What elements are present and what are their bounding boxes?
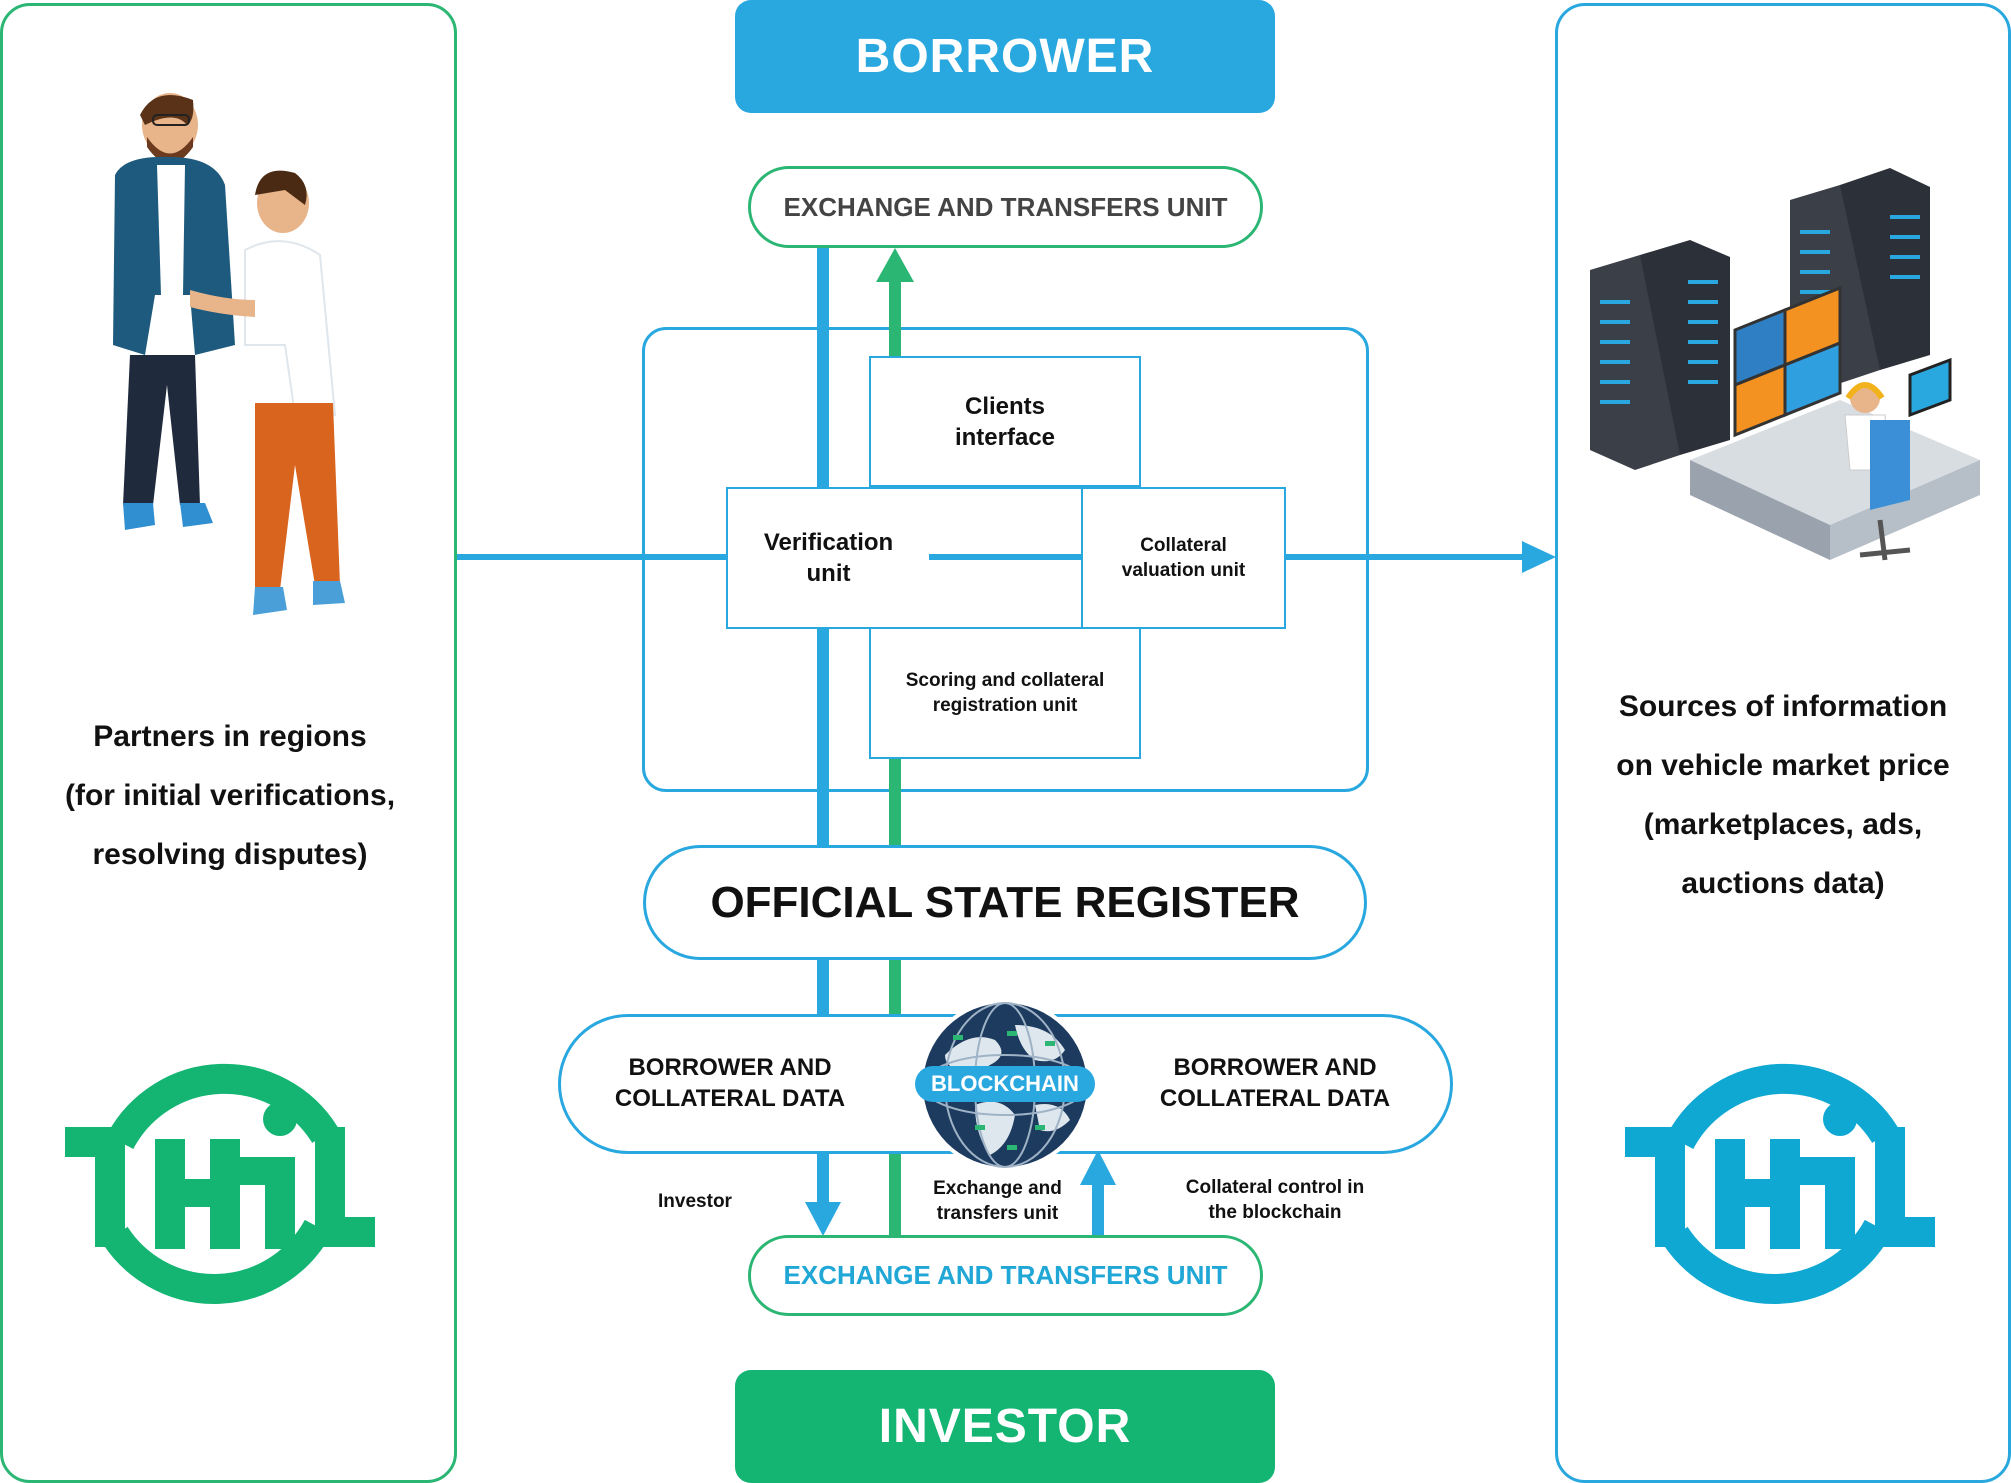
- partners-caption-line-2: (for initial verifications,: [64, 779, 396, 812]
- arrow-head-up: [876, 248, 914, 282]
- market-sources-caption-line-3: (marketplaces, ads,: [1643, 808, 1923, 841]
- clients-interface-line-2: interface: [954, 423, 1056, 451]
- exchange-arrow-caption-line-1: Exchange and: [933, 1178, 1062, 1199]
- partners-caption-line-3: resolving disputes): [92, 838, 368, 871]
- scoring-line-2: registration unit: [932, 695, 1078, 716]
- verification-unit: Verification unit: [726, 487, 931, 629]
- verification-line-1: Verification: [763, 529, 894, 556]
- market-sources-caption-line-4: auctions data): [1681, 867, 1885, 900]
- collateral-valuation-line-1: Collateral: [1140, 535, 1227, 556]
- exchange-unit-top: EXCHANGE AND TRANSFERS UNIT: [748, 166, 1263, 248]
- collateral-control-line-2: the blockchain: [1208, 1202, 1342, 1223]
- arrow-head-up-blue: [1080, 1150, 1116, 1185]
- market-sources-caption-line-2: on vehicle market price: [1616, 749, 1950, 782]
- collateral-valuation-unit: Collateral valuation unit: [1081, 487, 1286, 629]
- exchange-arrow-caption-line-2: transfers unit: [936, 1203, 1059, 1224]
- blockchain-left-line-2: COLLATERAL DATA: [614, 1085, 846, 1112]
- borrower-collateral-data-left: BORROWER AND COLLATERAL DATA: [580, 1052, 880, 1114]
- market-sources-caption-line-1: Sources of information: [1618, 690, 1948, 723]
- blockchain-badge: BLOCKCHAIN: [915, 1066, 1095, 1102]
- server-room-operator-illustration: [1590, 168, 1980, 561]
- scoring-registration-unit: Scoring and collateral registration unit: [869, 627, 1141, 759]
- partners-caption-line-1: Partners in regions: [93, 720, 367, 753]
- arrow-head-right: [1522, 541, 1556, 573]
- investor-arrow-caption: Investor: [658, 1191, 732, 1212]
- hi-logo-green: [65, 1063, 375, 1304]
- flow-line-through-center: [929, 554, 1083, 560]
- blockchain-right-line-2: COLLATERAL DATA: [1159, 1085, 1391, 1112]
- market-sources-caption: Sources of information on vehicle market…: [1568, 677, 1998, 913]
- investor-header: INVESTOR: [735, 1370, 1275, 1483]
- exchange-unit-bottom: EXCHANGE AND TRANSFERS UNIT: [748, 1235, 1263, 1316]
- borrower-header: BORROWER: [735, 0, 1275, 113]
- exchange-arrow-caption: Exchange and transfers unit: [905, 1176, 1090, 1226]
- collateral-valuation-line-2: valuation unit: [1121, 560, 1246, 581]
- clients-interface-unit: Clients interface: [869, 356, 1141, 487]
- partners-caption: Partners in regions (for initial verific…: [20, 707, 440, 884]
- blockchain-left-line-1: BORROWER AND: [628, 1054, 832, 1081]
- hi-logo-blue: [1625, 1063, 1935, 1304]
- borrower-collateral-data-right: BORROWER AND COLLATERAL DATA: [1125, 1052, 1425, 1114]
- scoring-line-1: Scoring and collateral: [905, 670, 1105, 691]
- collateral-control-caption: Collateral control in the blockchain: [1160, 1175, 1390, 1225]
- blockchain-right-line-1: BORROWER AND: [1173, 1054, 1377, 1081]
- two-people-handshake-illustration: [113, 93, 345, 615]
- official-state-register: OFFICIAL STATE REGISTER: [643, 845, 1367, 960]
- clients-interface-line-1: Clients: [964, 392, 1045, 420]
- collateral-control-line-1: Collateral control in: [1185, 1177, 1365, 1198]
- arrow-head-down: [805, 1202, 841, 1236]
- verification-line-2: unit: [806, 560, 851, 587]
